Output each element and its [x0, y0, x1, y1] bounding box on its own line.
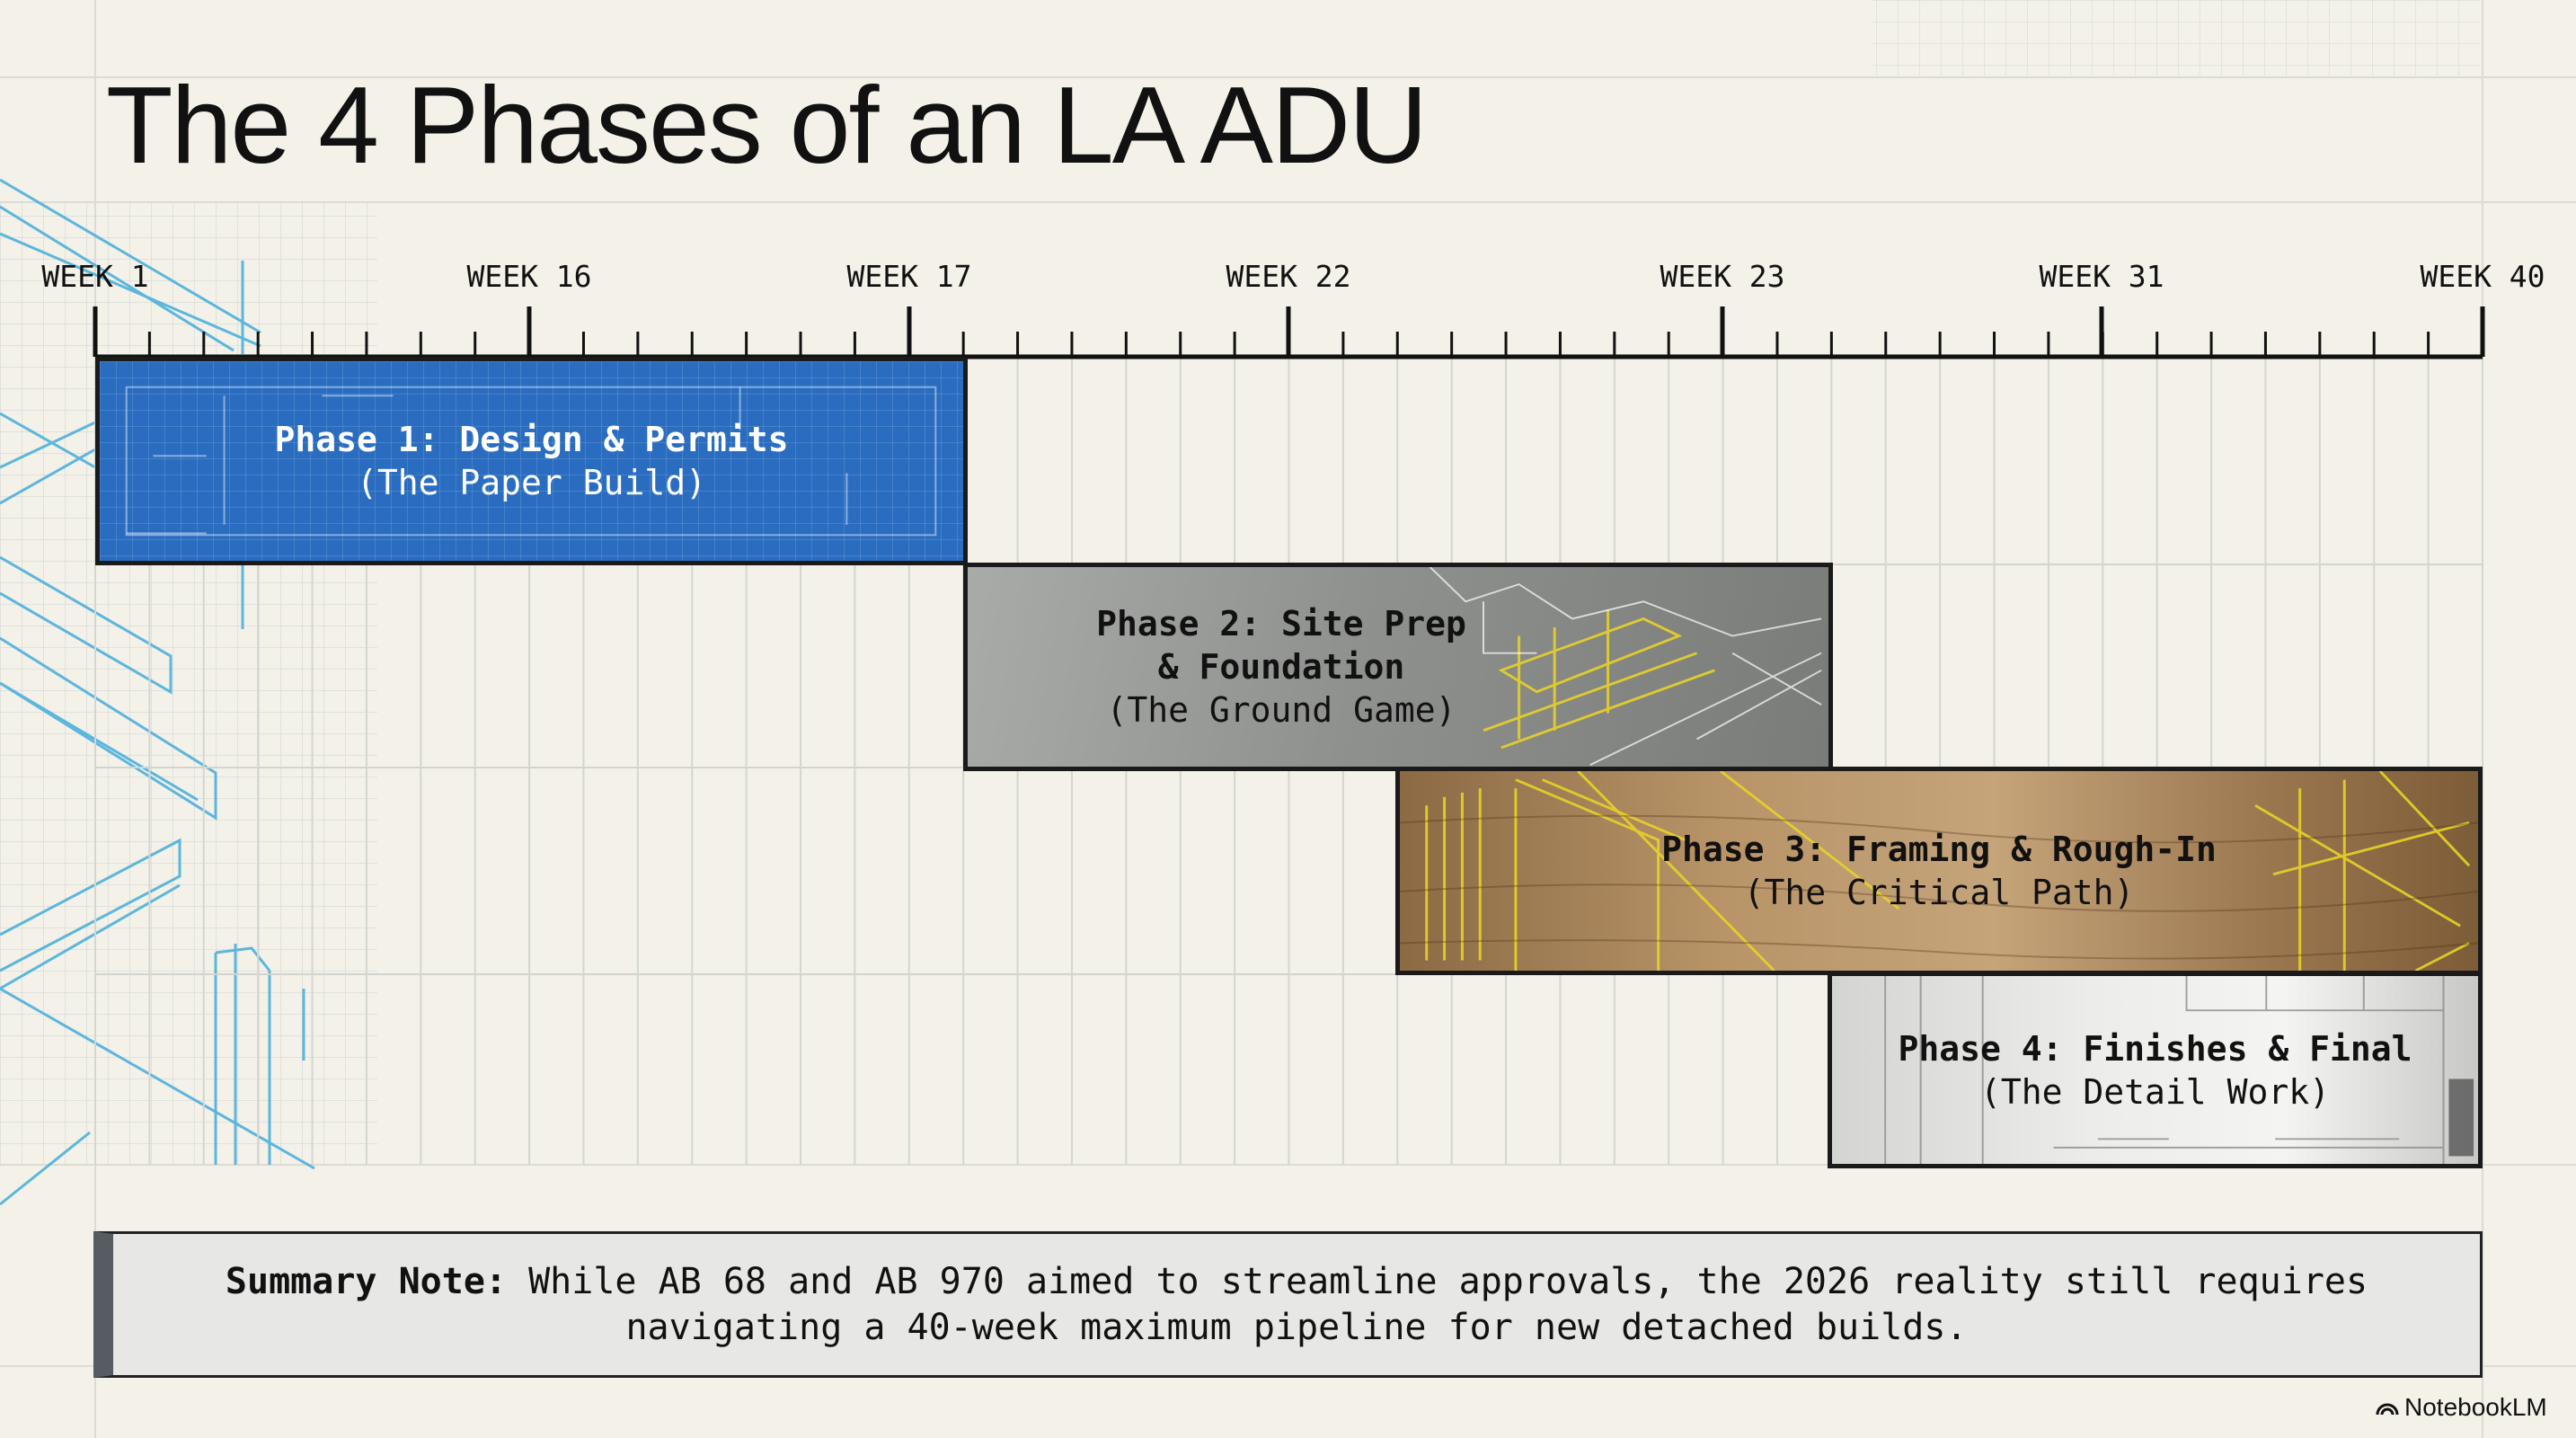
phase-3-bar: Phase 3: Framing & Rough-In (The Critica… — [1395, 767, 2483, 975]
page-title: The 4 Phases of an LA ADU — [106, 64, 1428, 186]
notebooklm-brand: NotebookLM — [2376, 1393, 2547, 1422]
phase-1-title: Phase 1: Design & Permits — [274, 420, 789, 459]
week-label: WEEK 23 — [1660, 259, 1785, 294]
phase-4-bar: Phase 4: Finishes & Final (The Detail Wo… — [1828, 972, 2483, 1168]
summary-label: Summary Note: — [225, 1260, 507, 1302]
week-label: WEEK 16 — [466, 259, 592, 294]
blueprint-texture — [125, 386, 937, 537]
phase-4-subtitle: (The Detail Work) — [1980, 1071, 2330, 1112]
phase-4-title: Phase 4: Finishes & Final — [1898, 1028, 2412, 1069]
phase-3-subtitle: (The Critical Path) — [1743, 873, 2135, 912]
phase-2-title-line1: Phase 2: Site Prep — [1096, 604, 1466, 644]
interior-cabinetry-texture — [1884, 976, 2474, 1164]
notebooklm-logo-icon — [2376, 1403, 2399, 1416]
phase-2-subtitle: (The Ground Game) — [1106, 690, 1456, 730]
summary-line-2: navigating a 40-week maximum pipeline fo… — [625, 1306, 1968, 1348]
phase-1-bar: Phase 1: Design & Permits (The Paper Bui… — [95, 357, 968, 565]
summary-line-1: While AB 68 and AB 970 aimed to streamli… — [528, 1260, 2368, 1302]
week-label: WEEK 40 — [2420, 259, 2545, 294]
phase-2-title-line2: & Foundation — [1157, 647, 1405, 687]
phase-2-bar: Phase 2: Site Prep & Foundation (The Gro… — [963, 563, 1833, 771]
week-label: WEEK 31 — [2039, 259, 2164, 294]
week-label: WEEK 22 — [1226, 259, 1351, 294]
week-label: WEEK 17 — [846, 259, 972, 294]
phase-3-title: Phase 3: Framing & Rough-In — [1661, 830, 2217, 869]
brand-name: NotebookLM — [2404, 1393, 2547, 1421]
phase-1-subtitle: (The Paper Build) — [357, 463, 706, 502]
steel-beam-drawing — [0, 178, 315, 1206]
week-label: WEEK 1 — [41, 259, 149, 294]
wood-framing-texture — [1400, 771, 2478, 971]
concrete-framing-texture — [1429, 567, 1822, 766]
summary-note: Summary Note: While AB 68 and AB 970 aim… — [93, 1231, 2483, 1378]
